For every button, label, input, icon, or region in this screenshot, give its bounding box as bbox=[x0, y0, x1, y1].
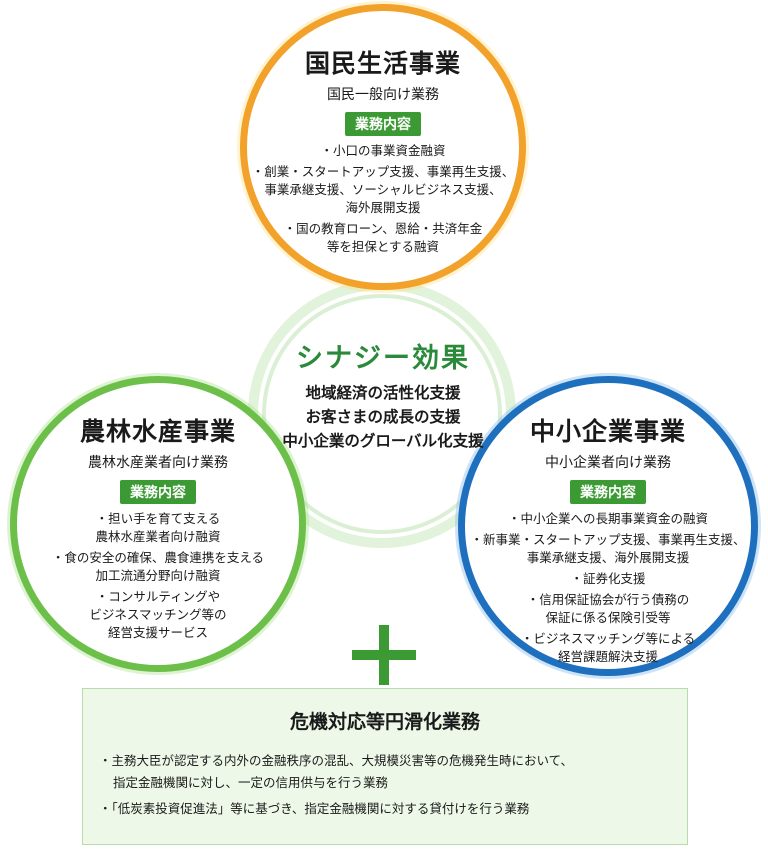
norin-badge: 業務内容 bbox=[120, 480, 196, 504]
norin-circle bbox=[10, 376, 306, 672]
list-item: ・創業・スタートアップ支援、事業再生支援、 事業承継支援、ソーシャルビジネス支援… bbox=[251, 164, 515, 215]
kokumin-badge: 業務内容 bbox=[345, 112, 421, 136]
kokumin-circle bbox=[240, 4, 526, 290]
crisis-title: 危機対応等円滑化業務 bbox=[289, 711, 480, 733]
crisis-items: ・主務大臣が認定する内外の金融秩序の混乱、大規模災害等の危機発生時において、 指… bbox=[99, 750, 663, 820]
synergy-content: シナジー効果 地域経済の活性化支援 お客さまの成長の支援 中小企業のグローバル化… bbox=[252, 336, 514, 453]
list-item: ・信用保証協会が行う債務の 保証に係る保険引受等 bbox=[526, 592, 690, 625]
chusho-badge: 業務内容 bbox=[570, 480, 646, 504]
norin-items: ・担い手を育て支える 農林水産業者向け融資 ・食の安全の確保、農食連携を支える … bbox=[18, 510, 298, 642]
chusho-title: 中小企業事業 bbox=[529, 417, 686, 446]
list-item: ・ビジネスマッチング等による 経営課題解決支援 bbox=[520, 631, 696, 664]
list-item: ・小口の事業資金融資 bbox=[320, 143, 446, 158]
kokumin-subtitle: 国民一般向け業務 bbox=[327, 87, 439, 103]
synergy-glow-ring-inner bbox=[262, 294, 502, 534]
chusho-content: 中小企業事業 中小企業者向け業務 業務内容 ・中小企業への長期事業資金の融資 ・… bbox=[464, 412, 752, 666]
kokumin-content: 国民生活事業 国民一般向け業務 業務内容 ・小口の事業資金融資 ・創業・スタート… bbox=[246, 44, 520, 256]
list-item: ・食の安全の確保、農食連携を支える 加工流通分野向け融資 bbox=[51, 550, 265, 583]
list-item: ・コンサルティングや ビジネスマッチング等の 経営支援サービス bbox=[89, 589, 227, 640]
list-item: ・担い手を育て支える 農林水産業者向け融資 bbox=[95, 511, 221, 544]
synergy-line: 地域経済の活性化支援 bbox=[305, 384, 461, 402]
plus-icon bbox=[352, 625, 416, 685]
norin-content: 農林水産事業 農林水産業者向け業務 業務内容 ・担い手を育て支える 農林水産業者… bbox=[18, 412, 298, 642]
chusho-subtitle: 中小企業者向け業務 bbox=[545, 455, 671, 471]
list-item: ・国の教育ローン、恩給・共済年金 等を担保とする融資 bbox=[283, 221, 483, 254]
crisis-box: 危機対応等円滑化業務 ・主務大臣が認定する内外の金融秩序の混乱、大規模災害等の危… bbox=[82, 688, 688, 845]
kokumin-items: ・小口の事業資金融資 ・創業・スタートアップ支援、事業再生支援、 事業承継支援、… bbox=[246, 142, 520, 256]
list-item: ・中小企業への長期事業資金の融資 bbox=[507, 511, 708, 526]
list-item: ・証券化支援 bbox=[570, 571, 646, 586]
chusho-circle bbox=[458, 376, 758, 676]
synergy-title: シナジー効果 bbox=[296, 343, 470, 374]
synergy-line: お客さまの成長の支援 bbox=[305, 408, 461, 426]
list-item: ・新事業・スタートアップ支援、事業再生支援、 事業承継支援、海外展開支援 bbox=[470, 532, 746, 565]
norin-subtitle: 農林水産業者向け業務 bbox=[88, 455, 228, 471]
kokumin-title: 国民生活事業 bbox=[304, 49, 461, 78]
chusho-items: ・中小企業への長期事業資金の融資 ・新事業・スタートアップ支援、事業再生支援、 … bbox=[464, 510, 752, 666]
list-item: ・主務大臣が認定する内外の金融秩序の混乱、大規模災害等の危機発生時において、 指… bbox=[99, 753, 574, 790]
list-item: ・「低炭素投資促進法」等に基づき、指定金融機関に対する貸付けを行う業務 bbox=[99, 801, 530, 816]
norin-title: 農林水産事業 bbox=[79, 417, 236, 446]
synergy-line: 中小企業のグローバル化支援 bbox=[282, 432, 484, 450]
